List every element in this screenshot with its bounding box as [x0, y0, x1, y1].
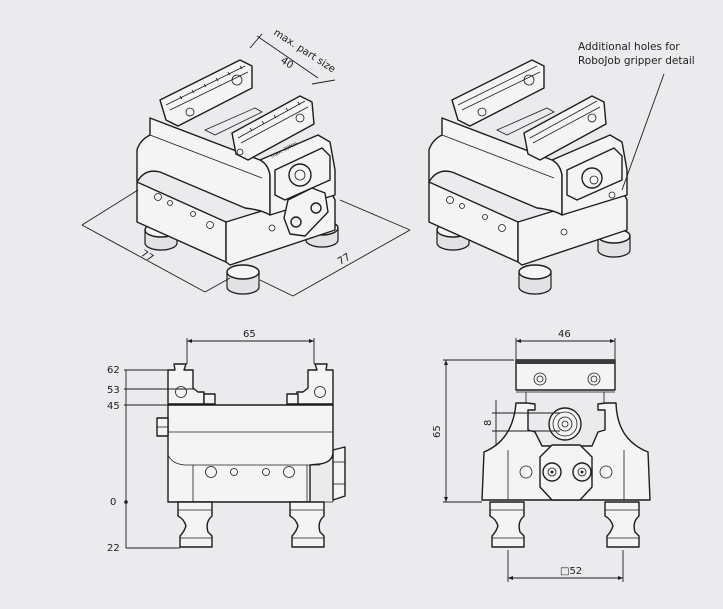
foot: [597, 228, 631, 258]
jaw-right-side: [296, 363, 334, 405]
iso-view-left: max. 30Nm 40 max. part size 77 77: [81, 27, 411, 297]
pull-stud: [289, 501, 325, 548]
dim-0-label: 0: [110, 497, 116, 508]
dim-53-label: 53: [107, 385, 120, 396]
dim-45-label: 45: [107, 401, 120, 412]
octagon-boss-front: [539, 444, 593, 501]
dim-width-left: 77: [81, 189, 231, 293]
foot: [518, 264, 552, 295]
annotation-line-1: Additional holes for: [578, 41, 680, 53]
dim-slot: 8: [483, 400, 560, 446]
side-view: 65 62 53 45 0 22: [107, 329, 346, 554]
annotation-gripper-holes: Additional holes for RoboJob gripper det…: [578, 41, 695, 191]
annotation-line-2: RoboJob gripper detail: [578, 55, 695, 67]
gripper-hole: [608, 191, 616, 199]
jaw-rear: [159, 59, 253, 127]
dim-65-height-label: 65: [432, 425, 443, 438]
dim-52-label: □52: [560, 566, 582, 577]
dim-62-label: 62: [107, 365, 120, 376]
jaw-front-view: [515, 359, 616, 391]
jaw-left-side: [167, 363, 205, 405]
jaw-front: [231, 95, 315, 161]
dim-heights: 62 53 45 0 22: [107, 365, 195, 554]
dim-77-right-label: 77: [336, 252, 353, 268]
dim-jaw-width: 46: [515, 329, 616, 360]
dim-height: 65: [432, 359, 514, 503]
dim-40-label: 40: [278, 55, 295, 71]
pull-stud: [604, 501, 640, 548]
dim-22-label: 22: [107, 543, 120, 554]
dim-77-left-label: 77: [138, 248, 155, 264]
iso-view-right: [428, 59, 631, 295]
dim-8-label: 8: [483, 420, 494, 426]
foot: [226, 264, 260, 295]
dim-46-label: 46: [558, 329, 571, 340]
dim-jaw-span: 65: [186, 329, 315, 364]
dim-pin-spacing: □52: [507, 550, 624, 582]
pull-stud: [177, 501, 213, 548]
pull-stud: [489, 501, 525, 548]
front-view: 46 65 8 □52: [432, 329, 651, 582]
dim-65-label: 65: [243, 329, 256, 340]
dim-max-part-size: 40 max. part size: [249, 27, 337, 85]
